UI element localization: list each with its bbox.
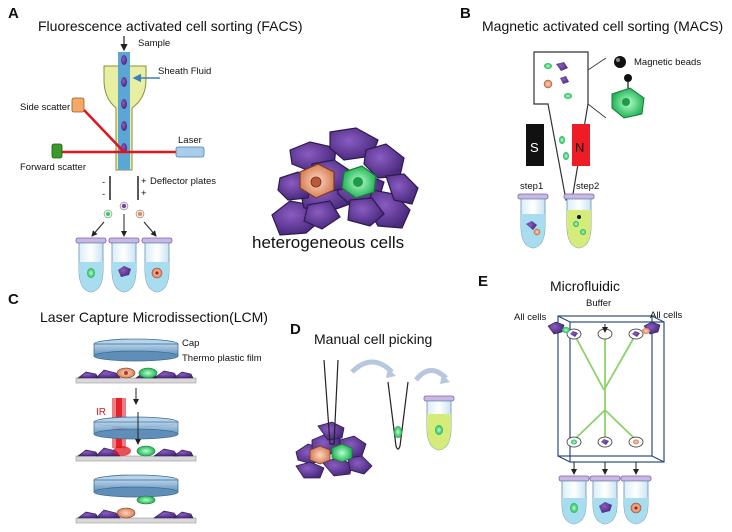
- thermo-film-label: Thermo plastic film: [182, 353, 262, 364]
- panel-a-title: Fluorescence activated cell sorting (FAC…: [38, 18, 303, 34]
- panel-d-title: Manual cell picking: [314, 331, 432, 347]
- inlet-wells: [566, 324, 644, 340]
- arrow-to-tube-1: [91, 221, 105, 237]
- cap-label: Cap: [182, 338, 199, 349]
- all-cells-right-label: All cells: [650, 310, 682, 321]
- panel-c-title: Laser Capture Microdissection(LCM): [40, 309, 268, 325]
- step1-label: step1: [520, 181, 543, 192]
- side-scatter-beam: [83, 109, 125, 153]
- bead-on-cell: [624, 74, 632, 82]
- laser-source: [175, 146, 205, 158]
- all-cells-inlet-clusters: [547, 321, 661, 335]
- facs-tube-3: [141, 237, 173, 293]
- magnet-north-label: N: [575, 140, 584, 155]
- sheath-label: Sheath Fluid: [158, 66, 211, 77]
- panel-c-lcm: C Laser Capture Microdissection(LCM) Cap…: [8, 291, 268, 524]
- deflector-minus-2: -: [102, 189, 105, 200]
- side-scatter-label: Side scatter: [20, 102, 70, 113]
- side-scatter-detector: [71, 97, 85, 113]
- buffer-label: Buffer: [586, 298, 611, 309]
- magnet-south: [526, 124, 544, 166]
- panel-e-title: Microfluidic: [550, 278, 620, 294]
- stream-cells: [121, 55, 127, 153]
- pick-arrow-1: [350, 359, 394, 374]
- panel-e-letter: E: [478, 273, 488, 290]
- facs-tube-2: [108, 237, 140, 293]
- deflector-minus-1: -: [102, 177, 105, 188]
- lcm-step-2: IR: [75, 398, 197, 462]
- magnet-north: [572, 124, 590, 166]
- microfluidic-chip: [557, 315, 665, 463]
- microfluidic-tube-2: [589, 475, 621, 525]
- lcm-step-3: [75, 474, 197, 524]
- deflector-label: Deflector plates: [150, 176, 216, 187]
- forward-scatter-label: Forward scatter: [20, 162, 86, 173]
- microfluidic-tube-1: [558, 475, 590, 525]
- sample-label: Sample: [138, 38, 170, 49]
- panel-a-letter: A: [8, 5, 19, 22]
- macs-tube-step2: [563, 193, 595, 249]
- facs-tube-1: [75, 237, 107, 293]
- magnetic-beads-label: Magnetic beads: [634, 57, 701, 68]
- magnet-south-label: S: [530, 140, 539, 155]
- ir-label: IR: [96, 407, 106, 418]
- microfluidic-channels: [573, 333, 637, 441]
- microfluidic-tube-3: [620, 475, 652, 525]
- panel-d-letter: D: [290, 321, 301, 338]
- picking-tube: [423, 395, 455, 451]
- heterogeneous-cell-cluster: heterogeneous cells: [252, 127, 419, 252]
- step2-label: step2: [576, 181, 599, 192]
- panel-d-manual-picking: D Manual cell picking: [290, 321, 455, 479]
- pipette-in-pile: [323, 359, 339, 445]
- panel-b-macs: B Magnetic activated cell sorting (MACS)…: [460, 5, 723, 249]
- panel-b-letter: B: [460, 5, 471, 22]
- lcm-step-1: Cap Thermo plastic film: [75, 338, 262, 384]
- deflector-plus-2: +: [141, 188, 147, 199]
- pipette-with-cell: [387, 381, 409, 450]
- panel-e-microfluidic: E Microfluidic: [478, 273, 682, 525]
- column-cells: [543, 62, 572, 160]
- panel-c-letter: C: [8, 291, 19, 308]
- deflector-plus-1: +: [141, 176, 147, 187]
- arrow-to-tube-3: [143, 221, 157, 237]
- all-cells-left-label: All cells: [514, 312, 546, 323]
- sample-stream: [118, 52, 130, 170]
- heterogeneous-cells-label: heterogeneous cells: [252, 233, 404, 252]
- forward-scatter-detector: [51, 143, 63, 159]
- outlet-wells: [566, 436, 644, 448]
- panel-b-title: Magnetic activated cell sorting (MACS): [482, 18, 723, 34]
- macs-tube-step1: [517, 193, 549, 249]
- laser-label: Laser: [178, 135, 202, 146]
- panel-a-facs: A Fluorescence activated cell sorting (F…: [8, 5, 303, 293]
- magnetic-bead: [614, 56, 626, 68]
